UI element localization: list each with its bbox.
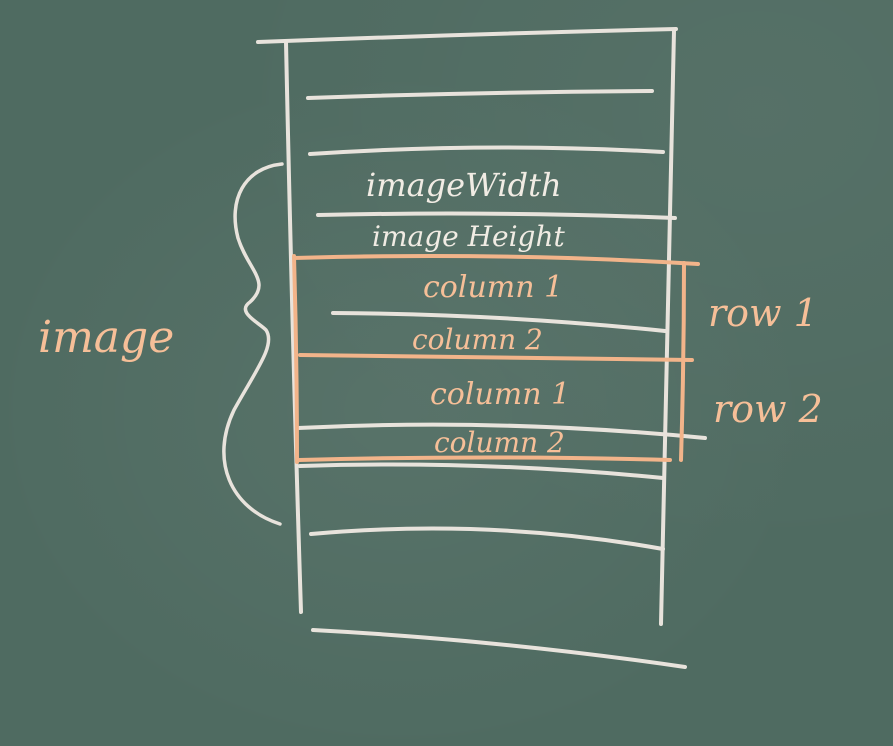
image-brace	[222, 162, 284, 526]
block-right-edge	[659, 29, 676, 626]
separator-line	[331, 311, 667, 333]
separator-line	[308, 145, 665, 156]
label-row2-column2: column 2	[434, 426, 565, 459]
row-divider-line	[298, 353, 694, 362]
separator-line	[306, 89, 654, 100]
rows-left-edge	[292, 254, 299, 464]
label-row1-column2: column 2	[412, 323, 543, 356]
label-image-height: image Height	[372, 220, 565, 253]
row-frames	[292, 254, 700, 464]
separator-line	[309, 526, 665, 551]
separator-line	[316, 211, 677, 220]
label-image-group: image	[38, 312, 174, 363]
label-row2-column1: column 1	[430, 377, 570, 412]
separator-line	[298, 462, 665, 480]
label-row-2: row 2	[713, 387, 823, 431]
row1-top-line	[292, 254, 700, 266]
slot-separators	[296, 89, 707, 669]
label-row-1: row 1	[708, 291, 818, 335]
block-left-edge	[284, 40, 303, 614]
bottom-line	[311, 628, 687, 669]
label-row1-column1: column 1	[423, 270, 563, 305]
row2-bottom-line	[297, 455, 672, 462]
label-image-width: imageWidth	[366, 166, 562, 204]
memory-block-outline	[256, 27, 678, 626]
separator-line	[296, 422, 707, 440]
block-top-line	[256, 27, 678, 44]
